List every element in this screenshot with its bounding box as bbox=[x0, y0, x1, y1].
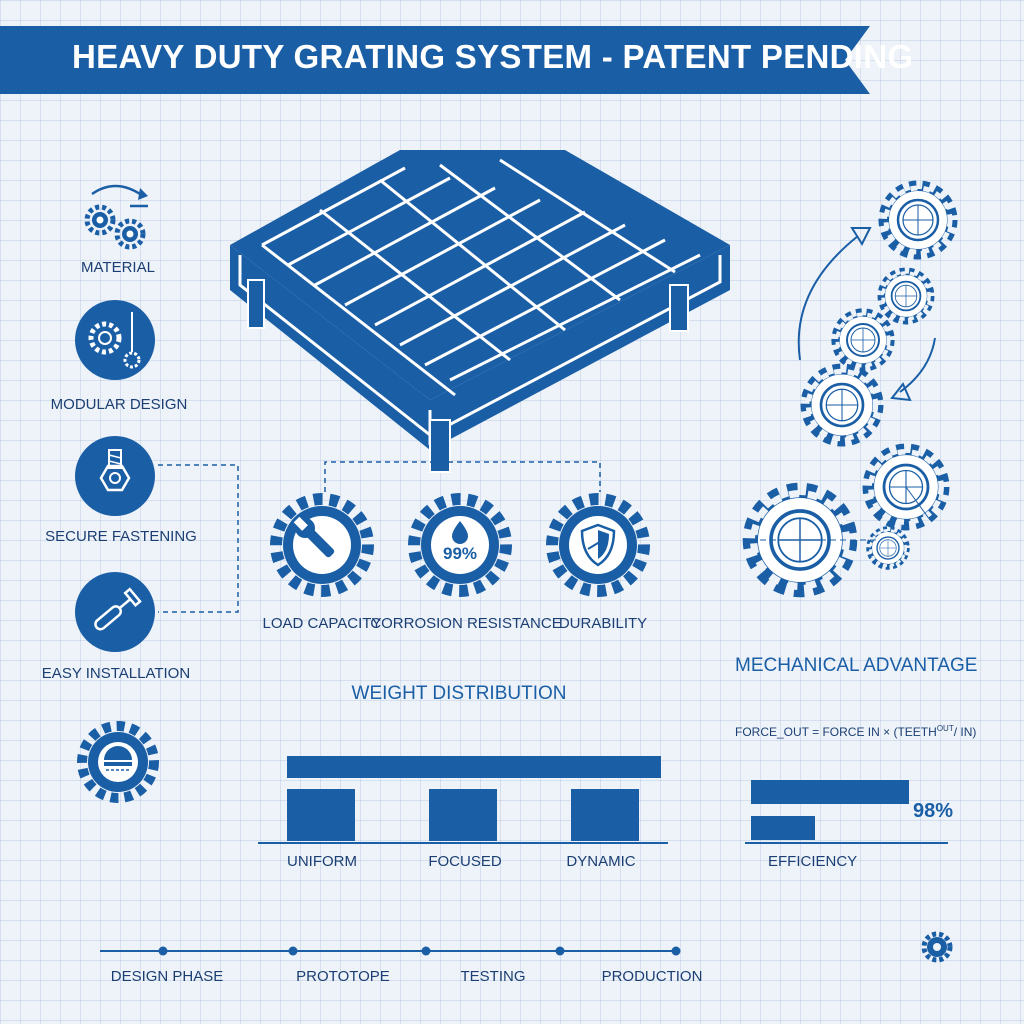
grating-illustration bbox=[230, 150, 730, 473]
gear-badge-icon bbox=[77, 721, 159, 803]
mechanical-advantage-title: MECHANICAL ADVANTAGE bbox=[735, 655, 978, 676]
formula-main: FORCE_OUT = FORCE IN × (TEETH bbox=[735, 725, 937, 739]
property-label-load-capacity: LOAD CAPACITY bbox=[262, 615, 382, 632]
timeline bbox=[100, 946, 681, 956]
feature-label-modular-design: MODULAR DESIGN bbox=[50, 396, 188, 413]
property-label-durability: DURABILITY bbox=[558, 615, 648, 632]
weight-distribution-title: WEIGHT DISTRIBUTION bbox=[351, 683, 567, 704]
formula-tail: / IN) bbox=[953, 725, 977, 739]
wrench-badge bbox=[276, 499, 368, 591]
gear-module-icon bbox=[75, 300, 155, 380]
settings-icon bbox=[921, 931, 953, 963]
property-label-corrosion-resistance: CORROSION RESISTANCE bbox=[370, 615, 562, 632]
efficiency-value: 98% bbox=[913, 800, 954, 822]
timeline-label-prototype: PROTOTOPE bbox=[296, 968, 390, 985]
formula-superscript: OUT bbox=[936, 724, 954, 733]
feature-label-easy-installation: EASY INSTALLATION bbox=[41, 665, 191, 682]
timeline-node-prototype bbox=[288, 946, 298, 956]
shield-badge bbox=[552, 499, 644, 591]
timeline-node-production bbox=[555, 946, 565, 956]
corrosion-value: 99% bbox=[442, 544, 478, 563]
timeline-node-testing bbox=[421, 946, 431, 956]
timeline-label-production: PRODUCTION bbox=[601, 968, 703, 985]
title-banner bbox=[0, 26, 870, 94]
weight-distribution-chart bbox=[258, 756, 668, 844]
timeline-node-end bbox=[671, 946, 681, 956]
efficiency-label: EFFICIENCY bbox=[768, 853, 858, 870]
efficiency-chart bbox=[745, 780, 948, 844]
distribution-label-focused: FOCUSED bbox=[428, 853, 502, 870]
install-tool-icon bbox=[75, 572, 155, 652]
distribution-label-uniform: UNIFORM bbox=[287, 853, 357, 870]
timeline-label-testing: TESTING bbox=[460, 968, 526, 985]
droplet-badge bbox=[414, 499, 506, 591]
feature-label-secure-fastening: SECURE FASTENING bbox=[45, 528, 197, 545]
timeline-node-design bbox=[158, 946, 168, 956]
gear-train-illustration bbox=[749, 185, 953, 591]
gears-icon bbox=[87, 184, 148, 247]
formula: FORCE_OUT = FORCE IN × (TEETHOUT/ IN) bbox=[735, 724, 976, 739]
timeline-label-design-phase: DESIGN PHASE bbox=[110, 968, 224, 985]
bolt-nut-icon bbox=[75, 436, 155, 516]
page-title: HEAVY DUTY GRATING SYSTEM - PATENT PENDI… bbox=[72, 38, 914, 75]
feature-label-material: MATERIAL bbox=[81, 259, 155, 276]
distribution-label-dynamic: DYNAMIC bbox=[566, 853, 636, 870]
